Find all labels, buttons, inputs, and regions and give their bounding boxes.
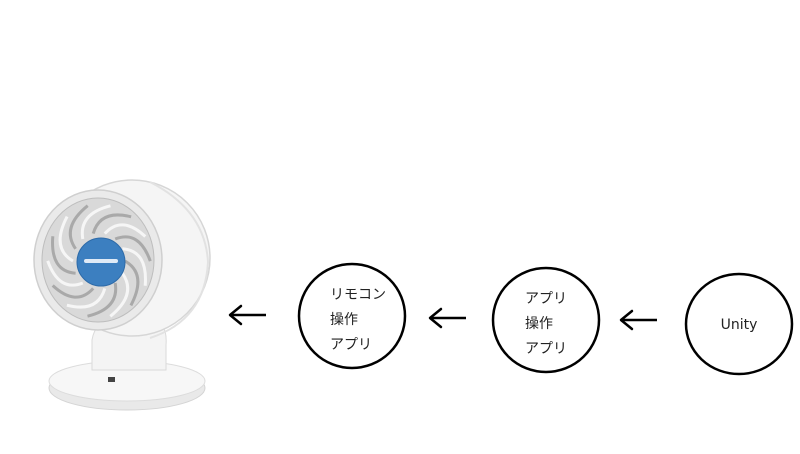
node-remote-app-line-2: 操作 <box>330 312 358 328</box>
circulator-fan-image <box>33 179 211 411</box>
node-control-app-line-1: アプリ <box>525 291 567 307</box>
fan-blade <box>91 213 132 235</box>
fan-blade <box>58 215 74 263</box>
fan-blade <box>51 236 76 275</box>
node-control-app: アプリ 操作 アプリ <box>491 266 601 374</box>
fan-blade <box>68 204 89 250</box>
fan-blade <box>80 204 111 240</box>
node-remote-app-line-3: アプリ <box>330 337 372 353</box>
arrow-unity-to-control <box>619 309 657 331</box>
fan-blade <box>124 259 140 307</box>
fan-blade <box>109 272 130 318</box>
fan-blades <box>46 204 152 318</box>
fan-blade <box>87 282 118 318</box>
power-switch <box>108 377 115 382</box>
node-control-app-line-3: アプリ <box>525 341 567 357</box>
fan-blade <box>66 287 107 309</box>
fan-blade <box>46 260 84 287</box>
node-control-app-line-2: 操作 <box>525 316 553 332</box>
node-remote-app: リモコン 操作 アプリ <box>297 262 407 370</box>
fan-blade <box>103 223 147 238</box>
arrow-remote-to-fan <box>228 304 266 326</box>
fan-blade <box>51 284 95 299</box>
fan-blade <box>122 247 147 286</box>
arrow-control-to-remote <box>428 307 466 329</box>
node-remote-app-line-1: リモコン <box>330 287 386 303</box>
fan-blade <box>114 235 152 262</box>
node-unity-label: Unity <box>721 317 758 333</box>
node-unity: Unity <box>684 272 794 376</box>
